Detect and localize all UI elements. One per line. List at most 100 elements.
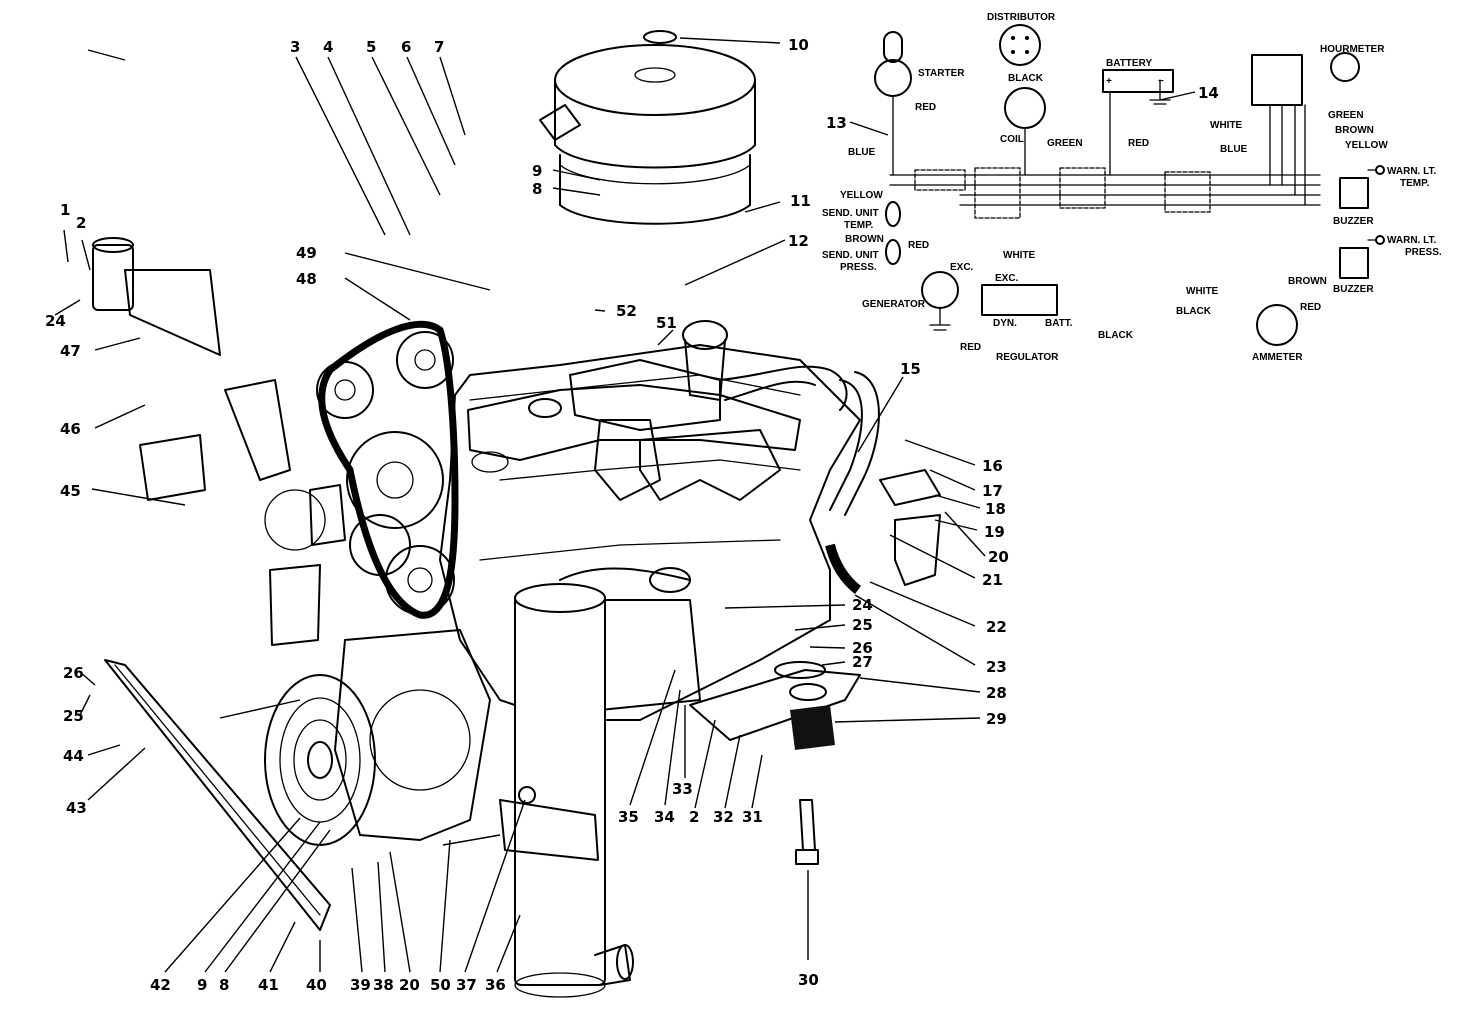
callout-37: 37 xyxy=(456,976,477,994)
label-green: GREEN xyxy=(1047,138,1083,149)
callout-48: 48 xyxy=(296,270,317,288)
label-blue: BLUE xyxy=(848,147,876,158)
callout-13: 13 xyxy=(826,114,847,132)
label-buzzer-2: BUZZER xyxy=(1333,284,1374,295)
label-brown: BROWN xyxy=(1335,125,1374,136)
label-red-4: RED xyxy=(1300,302,1321,313)
label-red-5: RED xyxy=(960,342,981,353)
label-dyn: DYN. xyxy=(993,318,1017,329)
label-exc: EXC. xyxy=(950,262,974,273)
label-send-press-2: PRESS. xyxy=(840,262,877,273)
callout-45: 45 xyxy=(60,482,81,500)
callout-20: 20 xyxy=(988,548,1009,566)
callout-43: 43 xyxy=(66,799,87,817)
label-brown-3: BROWN xyxy=(1288,276,1327,287)
callout-9-b: 9 xyxy=(197,976,207,994)
callout-11: 11 xyxy=(790,192,811,210)
label-white: WHITE xyxy=(1210,120,1243,131)
callout-21: 21 xyxy=(982,571,1003,589)
callout-39: 39 xyxy=(350,976,371,994)
label-red: RED xyxy=(915,102,936,113)
callout-2-b: 2 xyxy=(689,808,699,826)
label-exc-2: EXC. xyxy=(995,273,1019,284)
callout-36: 36 xyxy=(485,976,506,994)
callout-30: 30 xyxy=(798,971,819,989)
label-hourmeter: HOURMETER xyxy=(1320,44,1385,55)
label-red-3: RED xyxy=(908,240,929,251)
label-white-3: WHITE xyxy=(1186,286,1219,297)
label-black-2: BLACK xyxy=(1176,306,1212,317)
callout-24: 24 xyxy=(45,312,66,330)
callout-6: 6 xyxy=(401,38,411,56)
callout-46: 46 xyxy=(60,420,81,438)
label-blue-2: BLUE xyxy=(1220,144,1248,155)
label-generator: GENERATOR xyxy=(862,299,926,310)
label-coil: COIL xyxy=(1000,134,1024,145)
callout-38: 38 xyxy=(373,976,394,994)
callout-27: 27 xyxy=(852,653,873,671)
callout-24-b: 24 xyxy=(852,596,873,614)
label-warn-press-1: WARN. LT. xyxy=(1387,235,1436,246)
label-warn-press-2: PRESS. xyxy=(1405,247,1442,258)
callout-40: 40 xyxy=(306,976,327,994)
callout-12: 12 xyxy=(788,232,809,250)
callout-34: 34 xyxy=(654,808,675,826)
callout-2: 2 xyxy=(76,214,86,232)
label-brown-2: BROWN xyxy=(845,234,884,245)
label-black: BLACK xyxy=(1008,73,1044,84)
label-yellow: YELLOW xyxy=(840,190,883,201)
callout-31: 31 xyxy=(742,808,763,826)
label-green-2: GREEN xyxy=(1328,110,1364,121)
label-send-press-1: SEND. UNIT xyxy=(822,250,879,261)
label-regulator: REGULATOR xyxy=(996,352,1059,363)
callout-32: 32 xyxy=(713,808,734,826)
callout-29: 29 xyxy=(986,710,1007,728)
callout-4: 4 xyxy=(323,38,333,56)
callout-20-b: 20 xyxy=(399,976,420,994)
callout-26: 26 xyxy=(852,639,873,657)
callout-35: 35 xyxy=(618,808,639,826)
label-send-temp-2: TEMP. xyxy=(844,220,873,231)
label-buzzer: BUZZER xyxy=(1333,216,1374,227)
label-black-3: BLACK xyxy=(1098,330,1134,341)
label-battery-plus: + xyxy=(1106,76,1112,87)
callout-25: 25 xyxy=(852,616,873,634)
callout-23: 23 xyxy=(986,658,1007,676)
callout-9: 9 xyxy=(532,162,542,180)
label-red-2: RED xyxy=(1128,138,1149,149)
label-ammeter: AMMETER xyxy=(1252,352,1303,363)
callout-51: 51 xyxy=(656,314,677,332)
callout-8: 8 xyxy=(532,180,542,198)
callout-14: 14 xyxy=(1198,84,1219,102)
callout-44: 44 xyxy=(63,747,84,765)
label-warn-temp-1: WARN. LT. xyxy=(1387,166,1436,177)
callout-42: 42 xyxy=(150,976,171,994)
label-batt: BATT. xyxy=(1045,318,1073,329)
label-distributor: DISTRIBUTOR xyxy=(987,12,1056,23)
callout-50: 50 xyxy=(430,976,451,994)
callout-52: 52 xyxy=(616,302,637,320)
callout-33: 33 xyxy=(672,780,693,798)
callout-28: 28 xyxy=(986,684,1007,702)
callout-47: 47 xyxy=(60,342,81,360)
callout-8-b: 8 xyxy=(219,976,229,994)
callout-5: 5 xyxy=(366,38,376,56)
callout-15: 15 xyxy=(900,360,921,378)
callout-22: 22 xyxy=(986,618,1007,636)
callout-17: 17 xyxy=(982,482,1003,500)
callout-26-b: 26 xyxy=(63,664,84,682)
callout-41: 41 xyxy=(258,976,279,994)
callout-7: 7 xyxy=(434,38,444,56)
label-battery-minus: − xyxy=(1158,76,1164,87)
callout-3: 3 xyxy=(290,38,300,56)
callout-25-b: 25 xyxy=(63,707,84,725)
callout-1: 1 xyxy=(60,201,70,219)
label-white-2: WHITE xyxy=(1003,250,1036,261)
callout-10: 10 xyxy=(788,36,809,54)
label-send-temp-1: SEND. UNIT xyxy=(822,208,879,219)
engine-assembly xyxy=(92,30,941,998)
label-warn-temp-2: TEMP. xyxy=(1400,178,1429,189)
callout-19: 19 xyxy=(984,523,1005,541)
leader-lines xyxy=(54,37,1196,973)
